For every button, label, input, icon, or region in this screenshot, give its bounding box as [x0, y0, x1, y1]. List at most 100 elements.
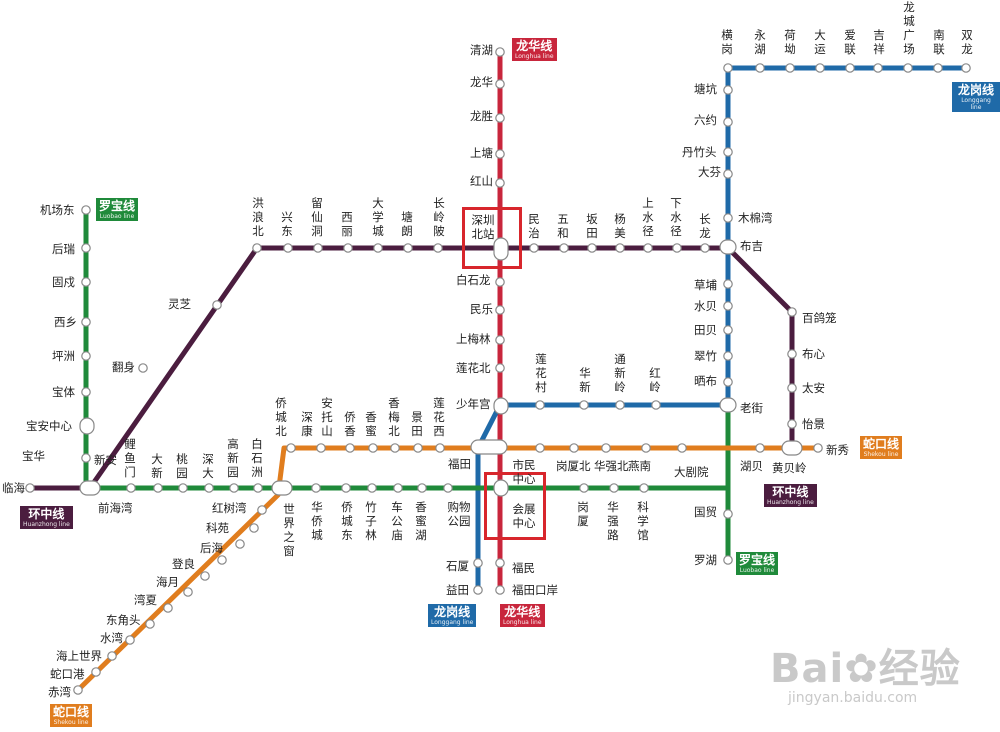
- station-marker[interactable]: [785, 63, 795, 73]
- station-marker[interactable]: [535, 400, 545, 410]
- station-label-cuizhu[interactable]: 翠竹: [694, 349, 717, 363]
- station-label-nanlian[interactable]: 南联: [933, 28, 945, 56]
- station-label-tianbei[interactable]: 田贝: [694, 323, 717, 337]
- station-label-wanxia[interactable]: 湾夏: [134, 593, 157, 607]
- station-label-shangshuijing[interactable]: 上水径: [642, 196, 654, 238]
- station-label-laojie[interactable]: 老街: [740, 401, 763, 415]
- station-marker[interactable]: [81, 277, 91, 287]
- station-marker[interactable]: [345, 443, 355, 453]
- station-marker[interactable]: [495, 47, 505, 57]
- station-label-baishilong[interactable]: 白石龙: [456, 273, 491, 287]
- station-marker[interactable]: [609, 483, 619, 493]
- station-label-longsheng[interactable]: 龙胜: [470, 109, 493, 123]
- station-label-changlong[interactable]: 长龙: [699, 212, 711, 240]
- station-marker[interactable]: [723, 325, 733, 335]
- station-label-qinghu[interactable]: 清湖: [470, 43, 493, 57]
- station-marker[interactable]: [723, 509, 733, 519]
- station-label-liyumen[interactable]: 鲤鱼门: [124, 437, 136, 479]
- station-marker[interactable]: [529, 243, 539, 253]
- station-marker[interactable]: [145, 619, 155, 629]
- station-label-shuiwan[interactable]: 水湾: [100, 631, 123, 645]
- station-label-jingtian[interactable]: 景田: [411, 410, 423, 438]
- station-marker[interactable]: [91, 667, 101, 677]
- station-label-huizhan-zhongxin[interactable]: 会展中心: [512, 502, 536, 530]
- station-label-wuhe[interactable]: 五和: [557, 212, 569, 240]
- station-marker[interactable]: [316, 443, 326, 453]
- station-label-qiaochengbei[interactable]: 侨城北: [275, 396, 287, 438]
- station-label-huangbeiling[interactable]: 黄贝岭: [772, 461, 807, 475]
- station-label-xiangmihu[interactable]: 香蜜湖: [415, 500, 427, 542]
- station-marker[interactable]: [373, 243, 383, 253]
- station-label-tangkeng[interactable]: 塘坑: [694, 82, 717, 96]
- station-label-yonghu[interactable]: 永湖: [754, 28, 766, 56]
- station-label-qiaochengdong[interactable]: 侨城东: [341, 500, 353, 542]
- station-marker[interactable]: [723, 301, 733, 311]
- station-label-yitian[interactable]: 益田: [446, 583, 469, 597]
- station-marker[interactable]: [787, 349, 797, 359]
- station-marker[interactable]: [393, 483, 403, 493]
- station-label-buji[interactable]: 布吉: [740, 239, 763, 253]
- station-marker[interactable]: [433, 243, 443, 253]
- station-label-pingzhou[interactable]: 坪洲: [52, 349, 75, 363]
- station-label-shuibei[interactable]: 水贝: [694, 299, 717, 313]
- station-label-minle[interactable]: 民乐: [470, 302, 493, 316]
- station-marker[interactable]: [311, 483, 321, 493]
- station-label-tanglang[interactable]: 塘朗: [401, 210, 413, 238]
- station-label-huaqiaocheng[interactable]: 华侨城: [311, 500, 323, 542]
- station-label-haishangshijie[interactable]: 海上世界: [56, 649, 102, 663]
- station-label-houhai[interactable]: 后海: [200, 541, 223, 555]
- station-label-xingdong[interactable]: 兴东: [281, 210, 293, 238]
- station-label-baishizhou[interactable]: 白石洲: [251, 437, 263, 479]
- station-marker[interactable]: [845, 63, 855, 73]
- station-label-guomao[interactable]: 国贸: [694, 505, 717, 519]
- station-marker[interactable]: [815, 63, 825, 73]
- station-label-huaqiang-lu[interactable]: 华强路: [607, 500, 619, 542]
- station-marker[interactable]: [163, 603, 173, 613]
- station-marker[interactable]: [367, 483, 377, 493]
- station-label-ailian[interactable]: 爱联: [844, 28, 856, 56]
- station-marker[interactable]: [81, 351, 91, 361]
- station-label-haiyue[interactable]: 海月: [156, 575, 179, 589]
- station-marker[interactable]: [615, 243, 625, 253]
- station-label-xili[interactable]: 西丽: [341, 210, 353, 238]
- station-label-changlingpi[interactable]: 长岭陂: [433, 196, 445, 238]
- station-label-shangtang[interactable]: 上塘: [470, 146, 493, 160]
- station-marker[interactable]: [204, 483, 214, 493]
- station-label-shangmeilin[interactable]: 上梅林: [456, 332, 491, 346]
- station-marker[interactable]: [723, 555, 733, 565]
- station-marker[interactable]: [723, 147, 733, 157]
- station-marker[interactable]: [723, 377, 733, 387]
- station-label-shenkang[interactable]: 深康: [301, 410, 313, 438]
- station-label-gaoxinyuan[interactable]: 高新园: [227, 437, 239, 479]
- station-marker[interactable]: [73, 685, 83, 695]
- station-label-baigeli[interactable]: 百鸽笼: [802, 311, 837, 325]
- station-marker[interactable]: [579, 483, 589, 493]
- station-label-shimin-zhongxin[interactable]: 市民中心: [512, 458, 536, 486]
- station-marker[interactable]: [787, 419, 797, 429]
- station-marker[interactable]: [641, 443, 651, 453]
- station-marker[interactable]: [495, 558, 505, 568]
- station-marker[interactable]: [601, 443, 611, 453]
- station-marker[interactable]: [200, 571, 210, 581]
- station-label-bantian[interactable]: 坂田: [586, 212, 598, 240]
- station-marker[interactable]: [473, 558, 483, 568]
- station-label-tongxinling[interactable]: 通新岭: [614, 352, 626, 394]
- station-label-xiashuijing[interactable]: 下水径: [670, 196, 682, 238]
- station-marker[interactable]: [178, 483, 188, 493]
- station-marker[interactable]: [252, 243, 262, 253]
- station-label-baohua[interactable]: 宝华: [22, 449, 45, 463]
- station-label-futian-kouan[interactable]: 福田口岸: [512, 583, 558, 597]
- station-label-qiaoxiang[interactable]: 侨香: [344, 410, 356, 438]
- station-marker[interactable]: [257, 505, 267, 515]
- station-marker[interactable]: [435, 443, 445, 453]
- station-marker[interactable]: [126, 483, 136, 493]
- station-marker[interactable]: [615, 400, 625, 410]
- station-label-gouwu-gongyuan[interactable]: 购物公园: [447, 500, 471, 528]
- station-label-daxuecheng[interactable]: 大学城: [372, 196, 384, 238]
- station-label-yangmei[interactable]: 杨美: [614, 212, 626, 240]
- station-marker[interactable]: [286, 443, 296, 453]
- station-marker[interactable]: [961, 63, 971, 73]
- station-label-lingzhi[interactable]: 灵芝: [168, 297, 191, 311]
- station-marker[interactable]: [495, 585, 505, 595]
- station-marker[interactable]: [229, 483, 239, 493]
